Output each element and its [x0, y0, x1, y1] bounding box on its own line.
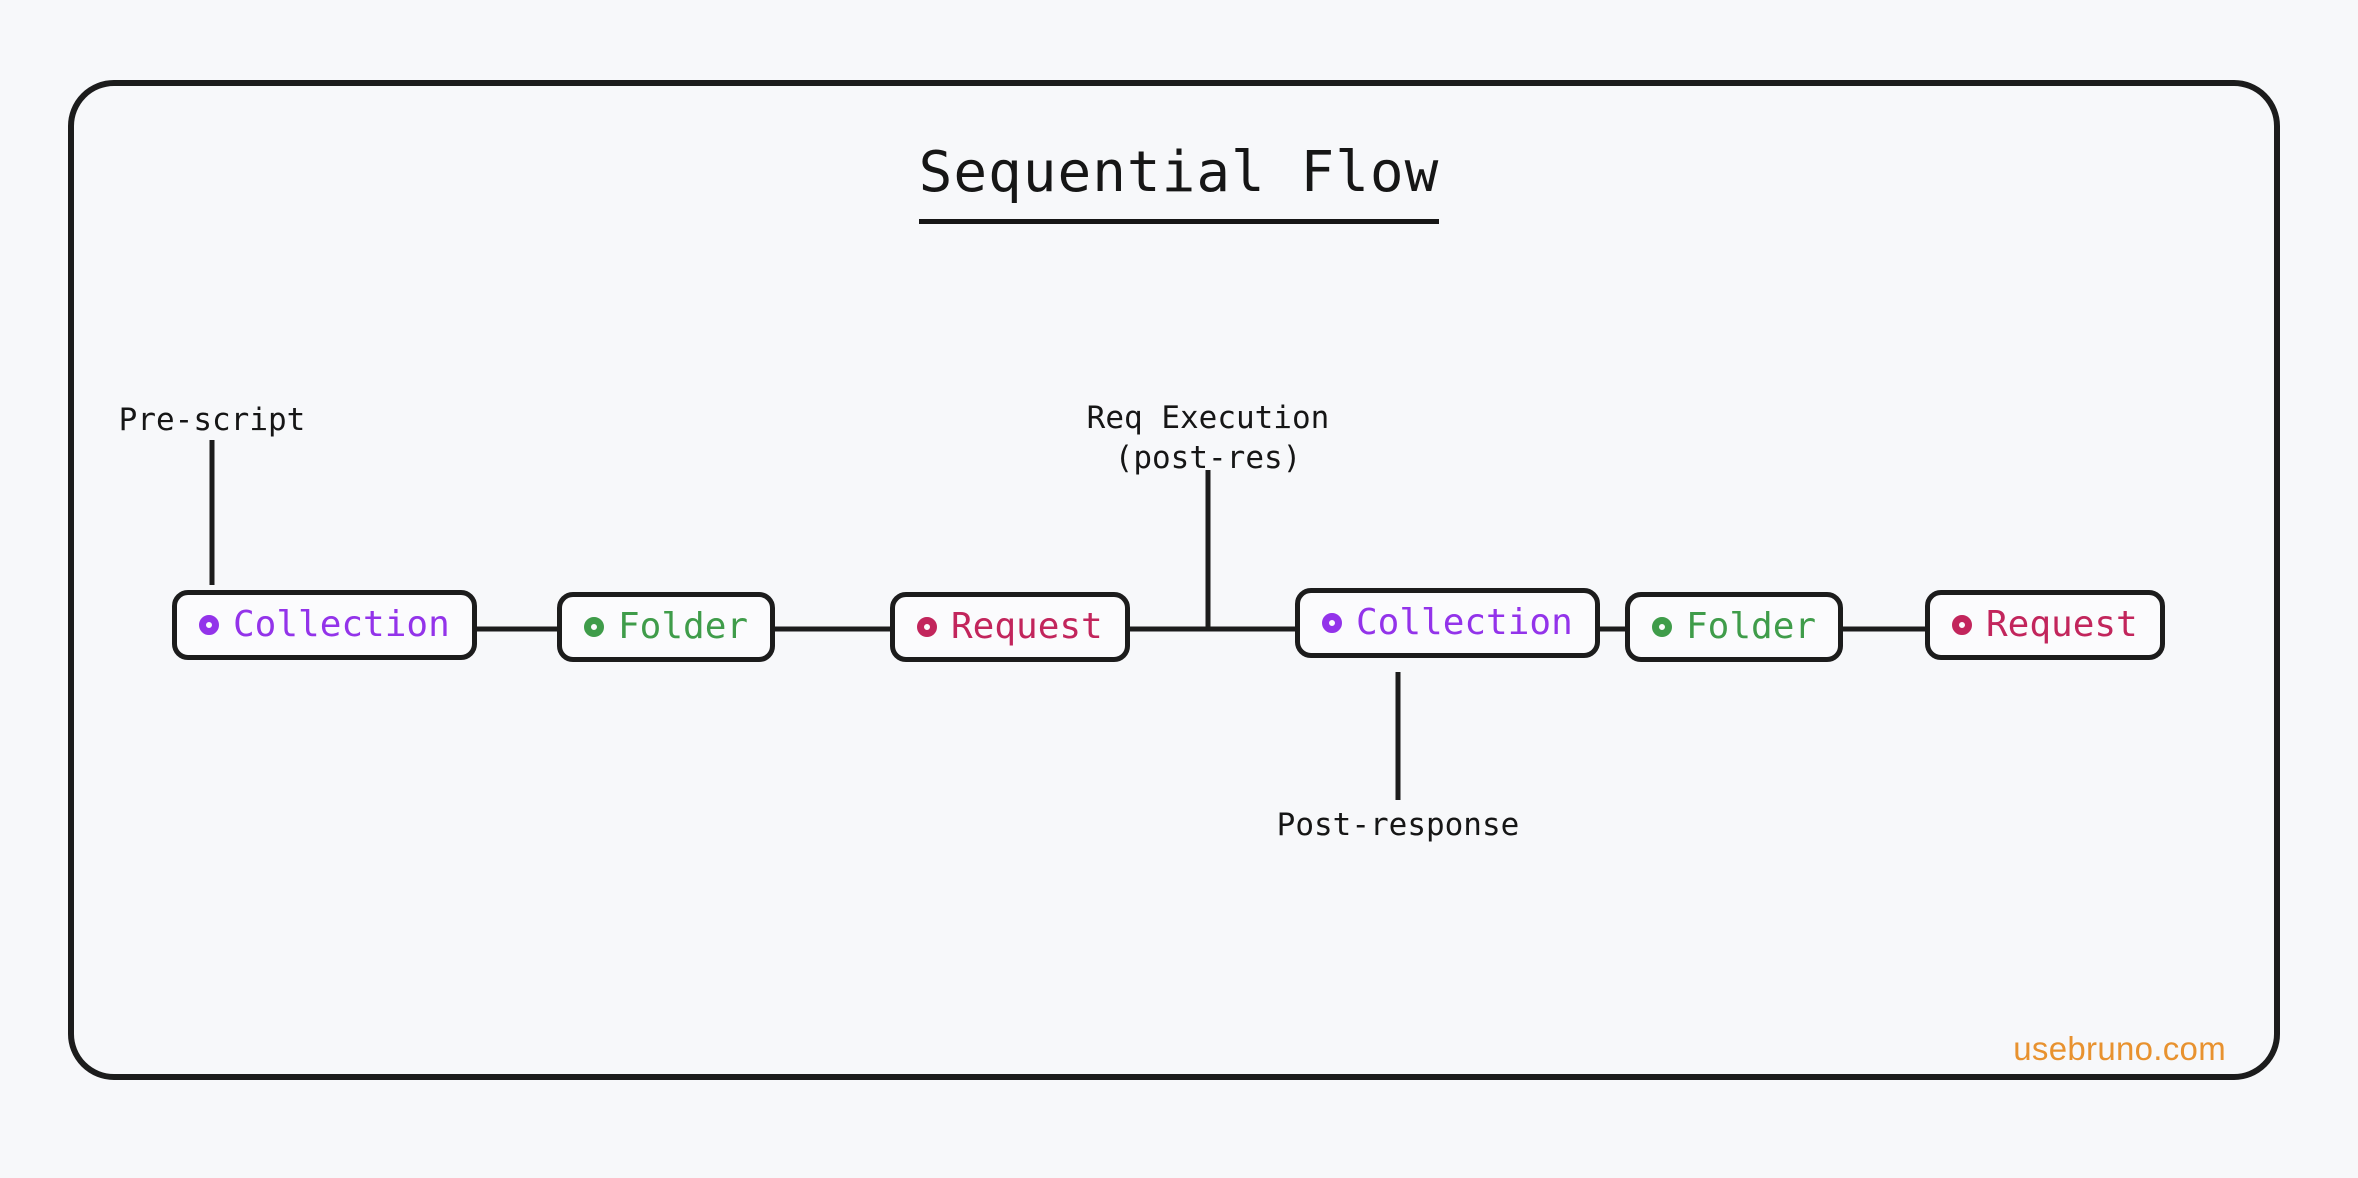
node-request-1[interactable]: Request	[890, 592, 1130, 662]
circle-dot-icon	[584, 617, 604, 637]
node-label: Folder	[1686, 606, 1817, 647]
diagram-frame	[68, 80, 2280, 1080]
node-label: Collection	[1356, 602, 1573, 643]
watermark-link[interactable]: usebruno.com	[2013, 1030, 2226, 1067]
annotation-pre-script: Pre-script	[118, 402, 306, 438]
circle-dot-icon	[1322, 613, 1342, 633]
circle-dot-icon	[199, 615, 219, 635]
node-label: Collection	[233, 604, 450, 645]
circle-dot-icon	[1652, 617, 1672, 637]
annotation-req-execution: Req Execution (post-res)	[1086, 400, 1330, 477]
node-folder-1[interactable]: Folder	[557, 592, 776, 662]
node-folder-2[interactable]: Folder	[1625, 592, 1844, 662]
node-label: Folder	[618, 606, 749, 647]
node-request-2[interactable]: Request	[1925, 590, 2165, 660]
node-collection-1[interactable]: Collection	[172, 590, 477, 660]
circle-dot-icon	[917, 617, 937, 637]
circle-dot-icon	[1952, 615, 1972, 635]
node-label: Request	[1986, 604, 2138, 645]
annotation-post-response: Post-response	[1276, 807, 1520, 843]
node-label: Request	[951, 606, 1103, 647]
node-collection-2[interactable]: Collection	[1295, 588, 1600, 658]
page-title: Sequential Flow	[0, 140, 2358, 224]
page-title-text: Sequential Flow	[918, 140, 1440, 224]
